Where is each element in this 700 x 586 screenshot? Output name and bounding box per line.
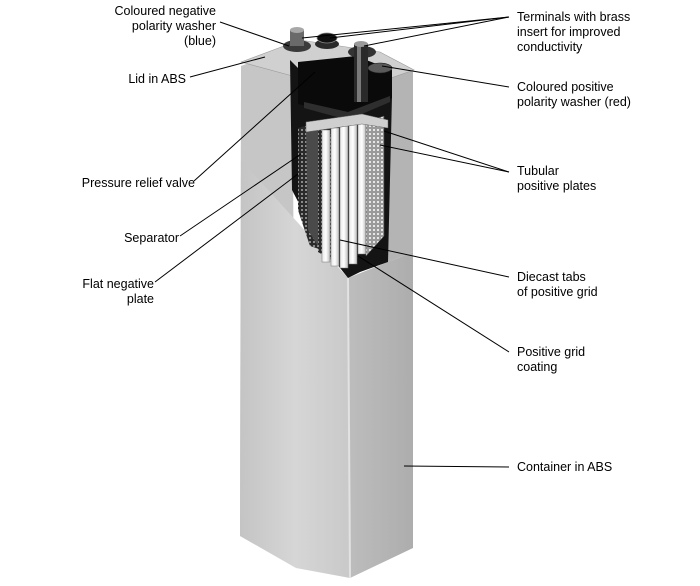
container-right-face [348,252,413,578]
negative-terminal [283,27,311,52]
tubular-positive-plates [321,121,367,269]
separator-sheet [306,120,318,246]
positive-grid-coating [365,115,385,257]
label-negative-polarity-washer: Coloured negative polarity washer (blue) [114,4,216,48]
leader-lines [154,16,510,468]
label-tubular-positive-plates: Tubular positive plates [517,164,597,193]
label-flat-negative-plate: Flat negative plate [82,277,154,306]
label-positive-polarity-washer: Coloured positive polarity washer (red) [517,80,631,109]
positive-washer [367,62,393,74]
label-terminals: Terminals with brass insert for improved… [517,10,631,54]
container-front-face [240,160,350,578]
label-pressure-relief-valve: Pressure relief valve [81,176,195,190]
label-separator: Separator [124,231,179,245]
label-lid: Lid in ABS [128,72,186,86]
diecast-tabs [305,113,389,133]
label-diecast-tabs: Diecast tabs of positive grid [517,270,598,299]
label-positive-grid-coating: Positive grid coating [517,345,586,374]
label-container: Container in ABS [517,460,613,474]
positive-terminal [348,41,376,102]
